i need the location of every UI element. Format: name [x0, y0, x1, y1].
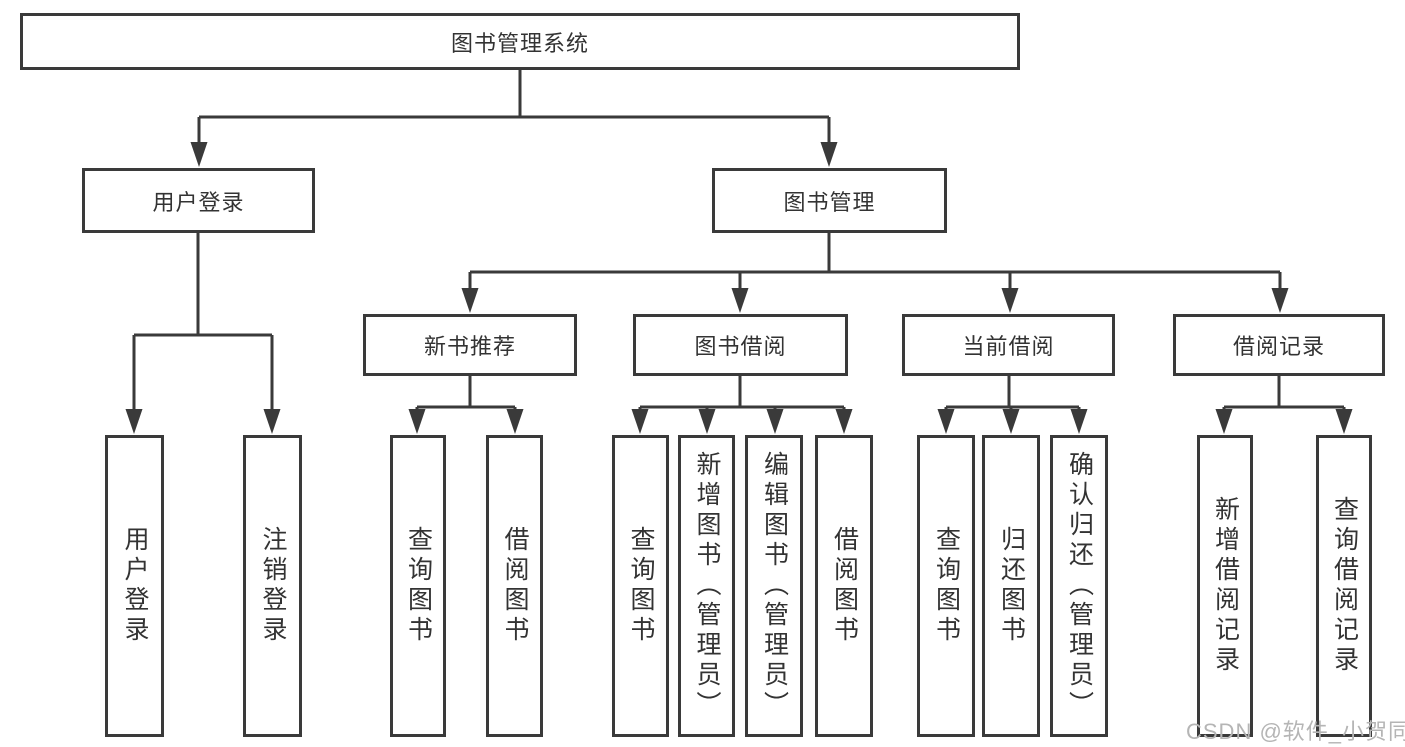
node-user-login: 用户登录: [82, 168, 315, 233]
node-label: 用户登录: [152, 189, 245, 215]
node-new-book-recommend: 新书推荐: [363, 314, 577, 376]
leaf-label: 借阅图书: [501, 526, 529, 646]
leaf-recommend-borrow-books: 借阅图书: [486, 435, 543, 737]
leaf-label: 确认归还（管理员）: [1065, 451, 1094, 721]
node-current-borrow: 当前借阅: [902, 314, 1115, 376]
leaf-add-books-admin: 新增图书（管理员）: [678, 435, 735, 737]
node-label: 当前借阅: [962, 334, 1055, 359]
leaf-label: 用户登录: [121, 526, 149, 646]
leaf-logout: 注销登录: [243, 435, 302, 737]
leaf-return-books: 归还图书: [982, 435, 1040, 737]
node-label: 图书管理系统: [450, 30, 589, 56]
leaf-label: 编辑图书（管理员）: [760, 451, 789, 721]
node-label: 图书管理: [783, 189, 876, 215]
node-library-system: 图书管理系统: [20, 13, 1020, 70]
node-label: 借阅记录: [1232, 334, 1325, 359]
leaf-current-query-books: 查询图书: [917, 435, 975, 737]
leaf-label: 借阅图书: [830, 526, 859, 646]
leaf-label: 注销登录: [259, 526, 287, 646]
node-label: 图书借阅: [694, 334, 787, 359]
node-label: 新书推荐: [423, 334, 516, 359]
leaf-label: 查询图书: [627, 526, 655, 646]
leaf-label: 查询借阅记录: [1330, 496, 1359, 676]
leaf-confirm-return-admin: 确认归还（管理员）: [1050, 435, 1108, 737]
leaf-recommend-query-books: 查询图书: [390, 435, 446, 737]
watermark: CSDN @软件_小贺同学: [1186, 719, 1405, 744]
node-borrow-records: 借阅记录: [1173, 314, 1385, 376]
leaf-borrow-books: 借阅图书: [815, 435, 873, 737]
leaf-query-borrow-record: 查询借阅记录: [1316, 435, 1372, 737]
leaf-label: 查询图书: [932, 526, 961, 646]
leaf-borrow-query-books: 查询图书: [612, 435, 669, 737]
leaf-label: 查询图书: [404, 526, 433, 646]
leaf-edit-books-admin: 编辑图书（管理员）: [745, 435, 803, 737]
leaf-add-borrow-record: 新增借阅记录: [1197, 435, 1253, 737]
node-book-management: 图书管理: [712, 168, 947, 233]
leaf-user-login: 用户登录: [105, 435, 164, 737]
node-book-borrow: 图书借阅: [633, 314, 848, 376]
leaf-label: 新增借阅记录: [1211, 496, 1240, 676]
leaf-label: 归还图书: [997, 526, 1026, 646]
arrowheads: [125, 142, 1353, 434]
leaf-label: 新增图书（管理员）: [693, 451, 721, 721]
